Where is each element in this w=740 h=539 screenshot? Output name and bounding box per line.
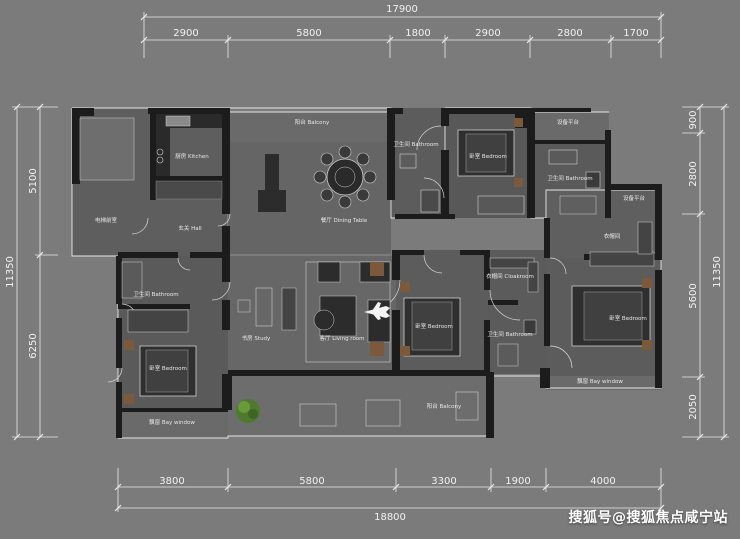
dim-bottom-4: 1900 (505, 476, 530, 487)
room-label-master-bedroom: 卧室 Bedroom (609, 314, 647, 322)
dim-right-2: 2800 (688, 161, 699, 186)
room-label-cloakroom-right: 衣帽间 (604, 232, 621, 240)
room-label-elevator: 电梯前室 (95, 216, 118, 224)
dim-left-total: 11350 (5, 256, 16, 288)
dimension-labels: 17900 2900 5800 1800 2900 2800 1700 3800… (5, 4, 723, 523)
room-label-balcony-bottom: 阳台 Balcony (427, 402, 462, 410)
dim-right-1: 900 (688, 110, 699, 129)
room-label-equip-top: 设备平台 (557, 118, 580, 126)
room-label-living: 客厅 Living room (319, 334, 364, 342)
dim-right-3: 5600 (688, 283, 699, 308)
room-labels: 阳台 Balcony 厨房 Kitchen 电梯前室 玄关 Hall 餐厅 Di… (95, 118, 647, 426)
room-label-bedroom-left: 卧室 Bedroom (149, 364, 187, 372)
dim-bottom-5: 4000 (590, 476, 615, 487)
dim-bottom-total: 18800 (374, 512, 406, 523)
room-label-equip-right: 设备平台 (623, 194, 646, 202)
room-label-bedroom-top: 卧室 Bedroom (469, 152, 507, 160)
room-label-hall: 玄关 Hall (178, 224, 202, 232)
furniture (79, 114, 655, 427)
dimension-lines (12, 12, 729, 512)
room-label-dining: 餐厅 Dining Table (321, 216, 368, 224)
room-label-bath-left: 卫生间 Bathroom (133, 290, 178, 298)
dim-top-6: 1700 (623, 28, 648, 39)
dim-left-1: 5100 (28, 168, 39, 193)
airplane-icon (364, 302, 390, 320)
dim-top-3: 1800 (405, 28, 430, 39)
room-label-bedroom-mid: 卧室 Bedroom (415, 322, 453, 330)
dim-bottom-3: 3300 (431, 476, 456, 487)
dim-top-total: 17900 (386, 4, 418, 15)
room-label-kitchen: 厨房 Kitchen (175, 152, 209, 160)
dim-right-4: 2050 (688, 394, 699, 419)
room-label-study: 书房 Study (242, 334, 271, 342)
room-label-balcony-top: 阳台 Balcony (295, 118, 330, 126)
dimension-ticks (13, 13, 728, 512)
room-label-bay-window-right: 飘窗 Bay window (577, 377, 623, 385)
room-label-bath-mid: 卫生间 Bathroom (487, 330, 532, 338)
room-label-bath-center: 卫生间 Bathroom (393, 140, 438, 148)
dim-bottom-1: 3800 (159, 476, 184, 487)
dim-right-total: 11350 (712, 256, 723, 288)
dim-bottom-2: 5800 (299, 476, 324, 487)
dim-top-2: 5800 (296, 28, 321, 39)
dim-top-4: 2900 (475, 28, 500, 39)
dim-left-2: 6250 (28, 333, 39, 358)
dim-top-5: 2800 (557, 28, 582, 39)
room-label-cloakroom-mid: 衣帽间 Cloakroom (486, 272, 534, 280)
room-label-bay-window-left: 飘窗 Bay window (149, 418, 195, 426)
room-label-bath-top-right: 卫生间 Bathroom (547, 174, 592, 182)
watermark-text: 搜狐号@搜狐焦点咸宁站 (568, 510, 728, 526)
dim-top-1: 2900 (173, 28, 198, 39)
